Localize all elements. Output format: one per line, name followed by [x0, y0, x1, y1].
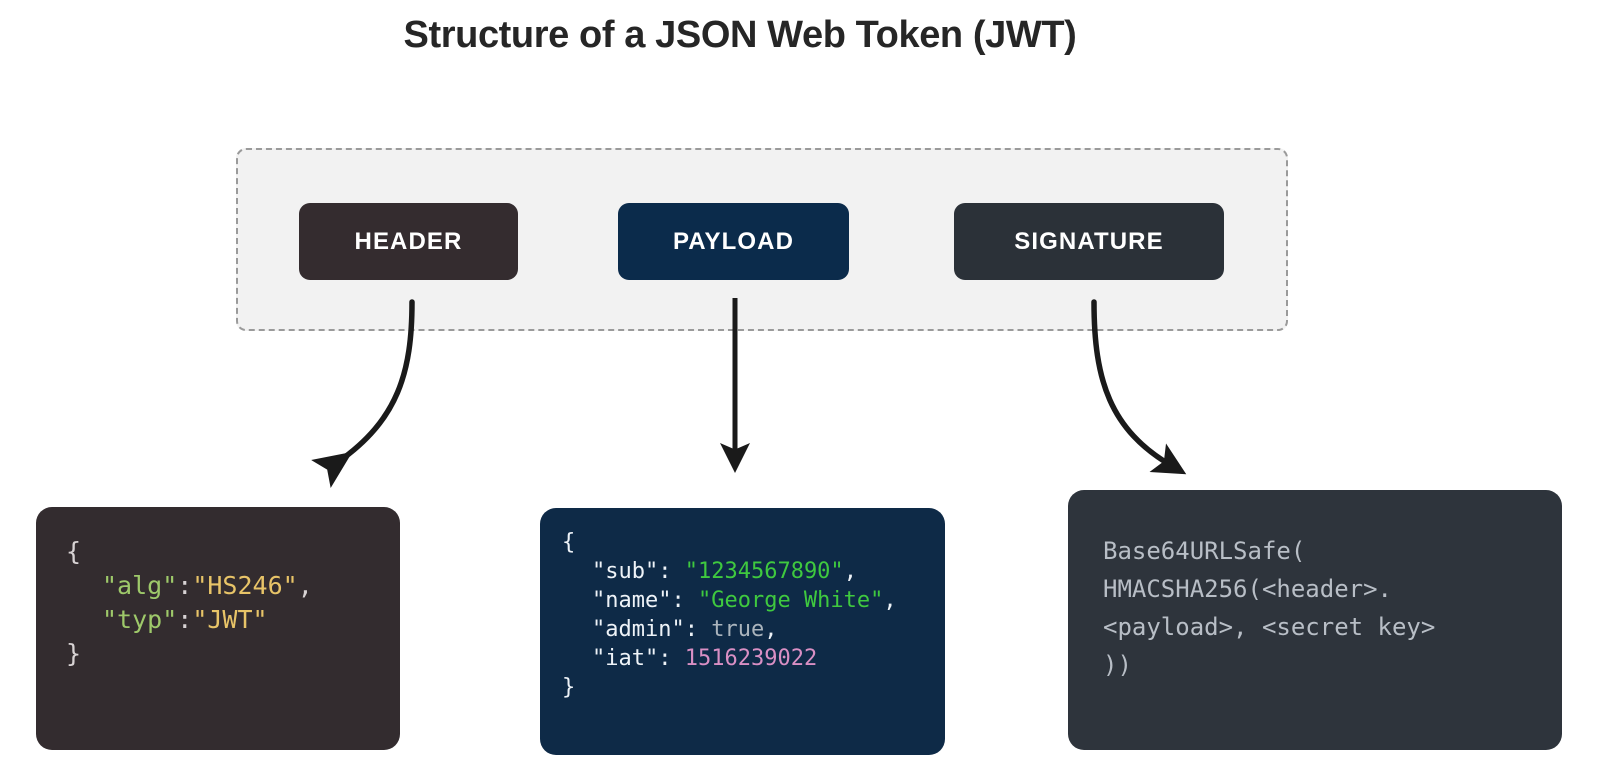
- code-panel-signature: Base64URLSafe( HMACSHA256(<header>. <pay…: [1068, 490, 1562, 750]
- code-panel-header: { "alg":"HS246", "typ":"JWT" }: [36, 507, 400, 750]
- payload-value-iat: 1516239022: [684, 646, 818, 671]
- part-pill-signature[interactable]: SIGNATURE: [954, 203, 1224, 280]
- part-pill-header[interactable]: HEADER: [299, 203, 518, 280]
- payload-key-admin: "admin":: [592, 617, 698, 642]
- header-colon-1: :: [177, 605, 193, 634]
- page-title: Structure of a JSON Web Token (JWT): [403, 14, 1077, 56]
- header-value-alg: "HS246": [192, 571, 298, 600]
- header-close-brace: }: [66, 639, 82, 668]
- header-value-typ: "JWT": [192, 605, 268, 634]
- payload-open-brace: {: [562, 530, 576, 555]
- signature-line-3: )): [1103, 651, 1132, 679]
- payload-key-iat: "iat":: [592, 646, 672, 671]
- part-pill-signature-label: SIGNATURE: [1014, 227, 1164, 255]
- payload-comma-0: ,: [843, 559, 857, 584]
- header-comma-0: ,: [297, 571, 313, 600]
- payload-key-sub: "sub":: [592, 559, 672, 584]
- header-key-typ: "typ": [102, 605, 178, 634]
- header-open-brace: {: [66, 537, 82, 566]
- part-pill-payload-label: PAYLOAD: [672, 227, 795, 255]
- part-pill-header-label: HEADER: [354, 227, 463, 255]
- payload-value-sub: "1234567890": [684, 559, 844, 584]
- payload-key-name: "name":: [592, 588, 685, 613]
- code-panel-payload: { "sub": "1234567890", "name": "George W…: [540, 508, 945, 755]
- header-colon-0: :: [177, 571, 193, 600]
- signature-line-2: <payload>, <secret key>: [1103, 613, 1436, 641]
- header-key-alg: "alg": [102, 571, 178, 600]
- payload-value-name: "George White": [697, 588, 884, 613]
- payload-close-brace: }: [562, 675, 576, 700]
- signature-line-1: HMACSHA256(<header>.: [1103, 575, 1392, 603]
- payload-comma-1: ,: [883, 588, 897, 613]
- payload-value-admin: true: [711, 617, 765, 642]
- part-pill-payload[interactable]: PAYLOAD: [618, 203, 849, 280]
- signature-line-0: Base64URLSafe(: [1103, 537, 1306, 565]
- payload-comma-2: ,: [764, 617, 778, 642]
